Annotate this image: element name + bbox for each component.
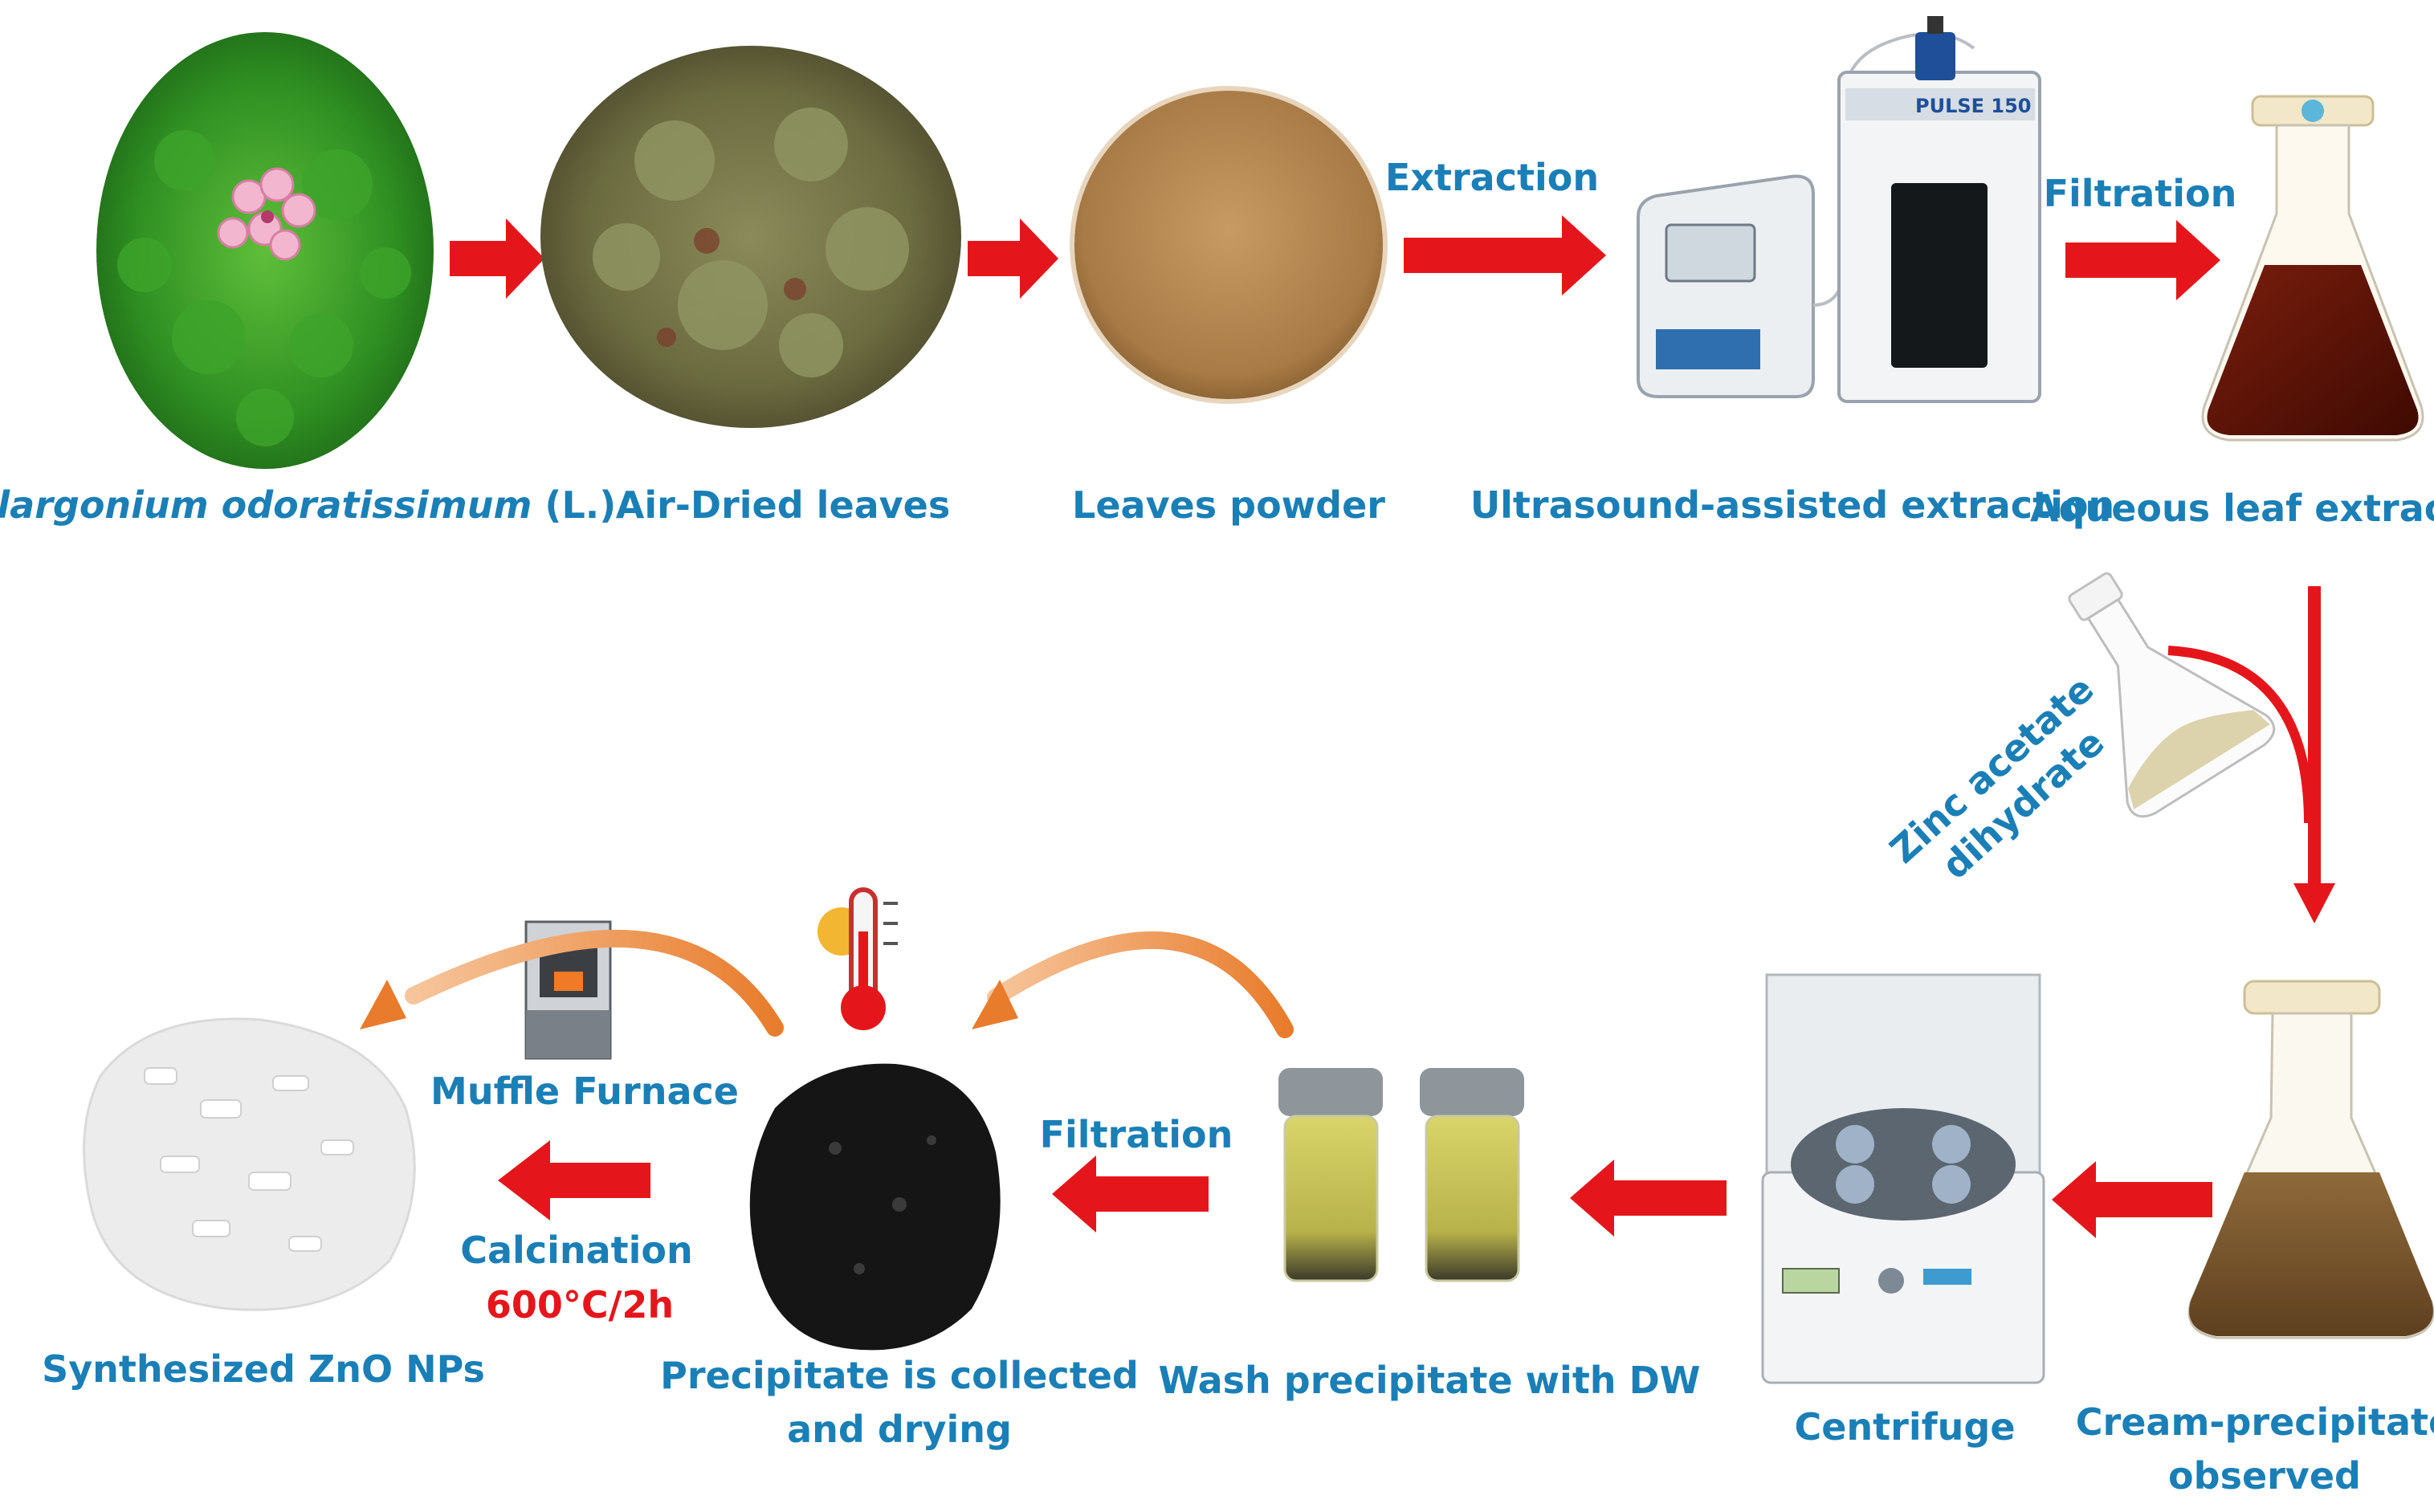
ultrasound-device-image (1637, 16, 2041, 403)
arrow-filtration-bottom (1052, 1155, 1209, 1233)
arrow-centrifuge-to-wash (1570, 1159, 1727, 1237)
label-muffle: Muffle Furnace (430, 1070, 739, 1113)
arrow-dried-to-powder (968, 218, 1058, 299)
sonicator-brand-text: PULSE 150 (1915, 95, 2032, 117)
arc-head-2 (360, 980, 406, 1029)
dried-leaves-image (540, 46, 961, 428)
label-ultrasound: Ultrasound-assisted extraction (1470, 483, 2115, 527)
label-powder: Leaves powder (1072, 483, 1385, 527)
label-precipitate: Precipitate is collected and drying (660, 1349, 1139, 1456)
label-precipitate-line1: Precipitate is collected (660, 1354, 1139, 1397)
arc-wash-to-precipitate (987, 931, 1294, 1038)
label-cream-line1: Cream-precipitate (2075, 1400, 2434, 1444)
thermometer-icon (817, 887, 898, 1030)
arrow-down-head (2293, 883, 2335, 923)
label-air-dried: Air-Dried leaves (615, 483, 951, 527)
arrow-extraction (1404, 215, 1606, 295)
black-precipitate-image (749, 1063, 1001, 1351)
label-synthesized: Synthesized ZnO NPs (42, 1347, 485, 1391)
arrow-plant-to-dried (450, 218, 544, 299)
leaves-powder-image (1070, 86, 1388, 404)
label-extraction: Extraction (1384, 156, 1600, 199)
zinc-acetate-flask-image (2068, 572, 2276, 818)
label-plant-species: Pelargonium odoratissimum (0, 483, 532, 527)
label-precipitate-line2: and drying (787, 1407, 1012, 1451)
label-cream-line2: observed (2168, 1453, 2361, 1498)
arrow-flask-to-centrifuge (2052, 1161, 2212, 1238)
label-calcination-temp: 600°C/2h (485, 1283, 675, 1327)
arc-head-1 (972, 980, 1018, 1029)
zno-nps-image (83, 1017, 416, 1311)
cream-precipitate-flask-image (2187, 980, 2434, 1339)
label-filtration-top: Filtration (2043, 172, 2237, 215)
arrow-calcination (498, 1140, 650, 1221)
arrow-filtration-top (2065, 220, 2220, 300)
plant-image (96, 32, 434, 469)
label-plant: Pelargonium odoratissimum (L.) (0, 479, 616, 532)
label-calcination: Calcination (460, 1229, 693, 1272)
label-centrifuge: Centrifuge (1794, 1405, 2016, 1449)
label-wash: Wash precipitate with DW (1158, 1359, 1701, 1402)
label-aqueous-extract: Aqueous leaf extract (2029, 487, 2434, 530)
arc-precipitate-to-zno (405, 929, 784, 1037)
aqueous-extract-flask-image (2201, 95, 2424, 442)
label-filtration-bottom: Filtration (1039, 1113, 1233, 1156)
centrifuge-image (1761, 973, 2045, 1384)
label-plant-author: (L.) (544, 483, 617, 527)
arrow-zinc-curve (2167, 646, 2314, 824)
label-cream-precipitate: Cream-precipitate observed (2076, 1396, 2434, 1502)
wash-bottles-image (1278, 1068, 1524, 1282)
